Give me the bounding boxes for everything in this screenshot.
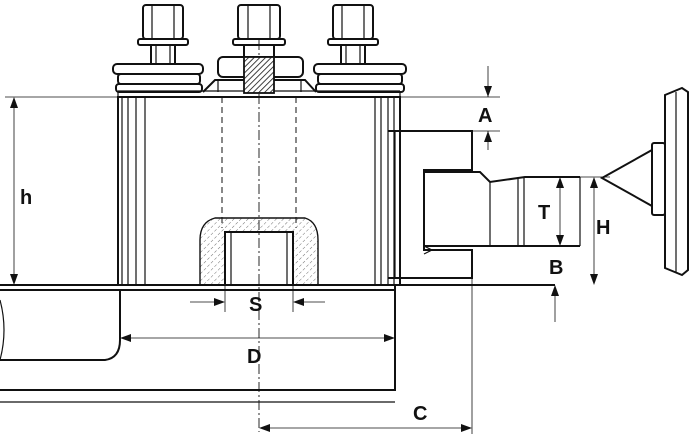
bolt-center bbox=[232, 4, 286, 94]
dim-label-D: D bbox=[247, 346, 261, 368]
dim-label-T: T bbox=[538, 202, 550, 224]
bolt-right bbox=[327, 4, 379, 65]
dim-h bbox=[5, 96, 118, 286]
dim-D bbox=[120, 334, 395, 342]
dim-label-S: S bbox=[249, 294, 262, 316]
clamp-plate-left bbox=[112, 63, 204, 93]
clamp-plate-right bbox=[313, 63, 407, 93]
dim-label-A: A bbox=[478, 105, 492, 127]
dim-label-C: C bbox=[413, 403, 427, 425]
dim-label-H: H bbox=[596, 217, 610, 239]
tool-holder bbox=[388, 130, 473, 279]
lathe-center bbox=[599, 86, 689, 277]
dim-C bbox=[259, 278, 473, 434]
bolt-left bbox=[137, 4, 189, 65]
knurled-grip bbox=[243, 56, 275, 94]
threaded-bore-section bbox=[199, 217, 319, 286]
hidden-bore bbox=[221, 40, 297, 432]
dim-H bbox=[590, 177, 598, 285]
cutting-tool bbox=[423, 171, 581, 255]
dim-label-h: h bbox=[20, 187, 32, 209]
dim-B bbox=[551, 285, 559, 322]
dim-A bbox=[400, 66, 500, 150]
dim-S bbox=[190, 285, 325, 312]
dim-label-B: B bbox=[549, 257, 563, 279]
dim-T bbox=[556, 176, 610, 246]
tool-post-body bbox=[117, 90, 401, 286]
